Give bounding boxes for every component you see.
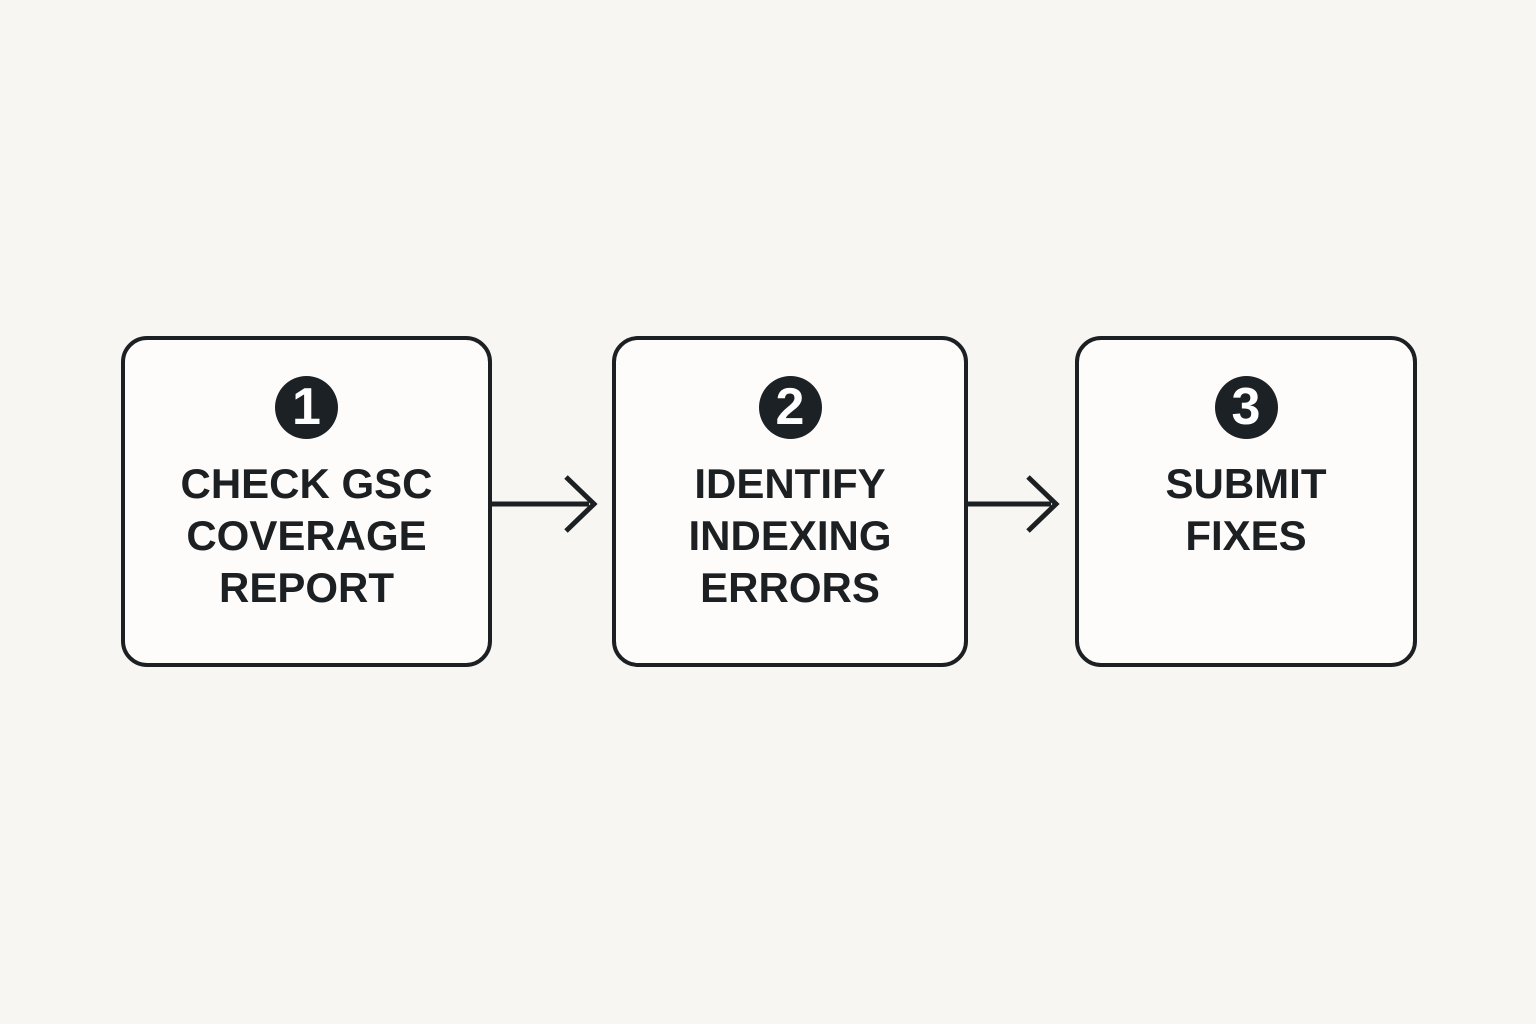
step-3-label: SUBMIT FIXES — [1165, 460, 1327, 559]
step-2-label: IDENTIFY INDEXING ERRORS — [688, 460, 892, 611]
arrow-right-icon-2 — [968, 475, 1060, 533]
step-box-1: 1 CHECK GSC COVERAGE REPORT — [121, 336, 492, 667]
step-3-number-badge: 3 — [1214, 376, 1278, 439]
step-2-number-badge: 2 — [758, 376, 822, 439]
step-box-3: 3 SUBMIT FIXES — [1075, 336, 1417, 667]
step-box-2: 2 IDENTIFY INDEXING ERRORS — [612, 336, 968, 667]
step-1-label: CHECK GSC COVERAGE REPORT — [180, 460, 433, 611]
step-1-number-badge: 1 — [275, 376, 338, 439]
arrow-right-icon-1 — [492, 475, 598, 533]
